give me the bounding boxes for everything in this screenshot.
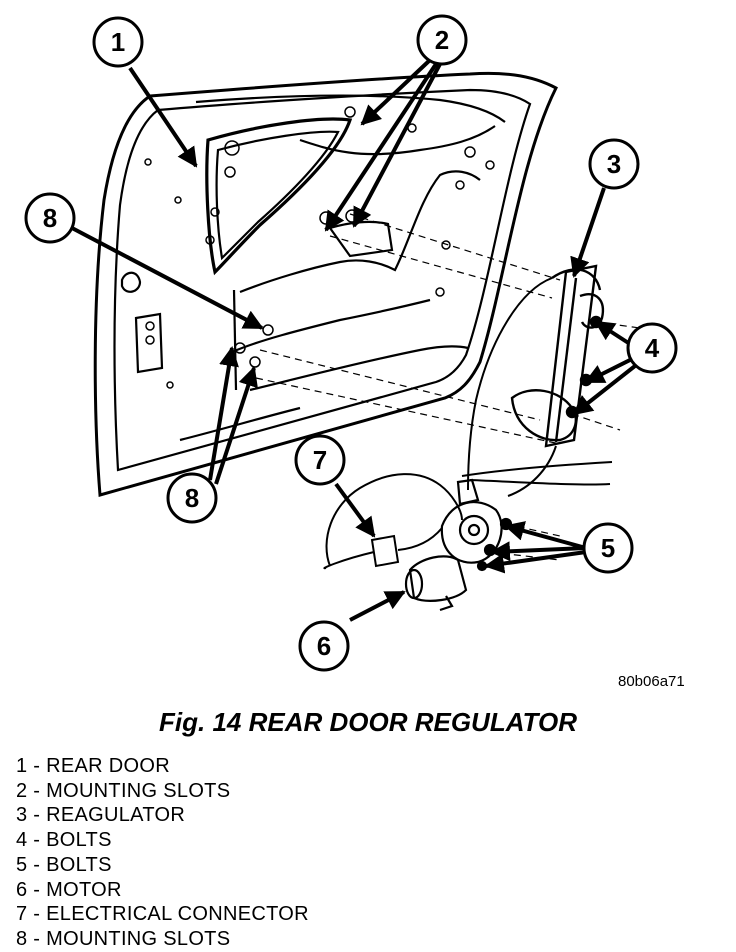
legend-item: 2 - MOUNTING SLOTS <box>16 779 231 802</box>
legend-number: 4 <box>16 829 28 852</box>
legend-number: 8 <box>16 927 28 950</box>
callout-8b: 8 <box>166 472 218 524</box>
legend-item: 6 - MOTOR <box>16 878 122 901</box>
callout-6: 6 <box>298 620 350 672</box>
figure-reference-code: 80b06a71 <box>618 673 685 690</box>
callout-3: 3 <box>588 138 640 190</box>
legend-item: 1 - REAR DOOR <box>16 755 170 777</box>
legend-item: 3 - REAGULATOR <box>16 804 186 827</box>
leader-arrows <box>71 58 642 622</box>
svg-text:6: 6 <box>317 631 331 661</box>
legend-number: 2 <box>16 779 28 802</box>
callout-4: 4 <box>626 322 678 374</box>
legend-text: ELECTRICAL CONNECTOR <box>46 903 309 926</box>
svg-text:5: 5 <box>601 533 615 563</box>
legend-number: 6 <box>16 878 28 901</box>
legend-number: 5 <box>16 853 28 876</box>
legend-text: REAR DOOR <box>46 755 170 777</box>
svg-text:3: 3 <box>607 149 621 179</box>
legend-text: BOLTS <box>46 853 112 876</box>
regulator-cables <box>461 277 613 497</box>
figure-caption: Fig. 14 REAR DOOR REGULATOR <box>159 707 577 737</box>
legend-item: 7 - ELECTRICAL CONNECTOR <box>16 903 309 926</box>
svg-text:7: 7 <box>313 445 327 475</box>
motor-assembly <box>404 478 513 612</box>
legend-number: 1 <box>16 755 28 777</box>
location-lines <box>255 213 641 561</box>
legend-text: BOLTS <box>46 829 112 852</box>
svg-text:1: 1 <box>111 27 125 57</box>
rear-door-panel <box>93 71 558 497</box>
legend-text: REAGULATOR <box>46 804 186 827</box>
regulator-rail <box>510 264 605 448</box>
legend-text: MOUNTING SLOTS <box>46 779 231 802</box>
legend-item: 4 - BOLTS <box>16 829 112 852</box>
svg-text:2: 2 <box>435 25 449 55</box>
legend-number: 3 <box>16 804 28 827</box>
legend-text: MOUNTING SLOTS <box>46 927 231 950</box>
callout-7: 7 <box>294 434 346 486</box>
svg-text:4: 4 <box>645 333 660 363</box>
legend-item: 5 - BOLTS <box>16 853 112 876</box>
callout-5: 5 <box>582 522 634 574</box>
callout-1: 1 <box>92 16 144 68</box>
legend-text: MOTOR <box>46 878 122 901</box>
legend-list: 1 - REAR DOOR 2 - MOUNTING SLOTS 3 - REA… <box>16 754 309 952</box>
legend-number: 7 <box>16 903 28 926</box>
svg-text:8: 8 <box>185 483 199 513</box>
legend-item: 8 - MOUNTING SLOTS <box>16 927 231 950</box>
callout-8a: 8 <box>24 192 76 244</box>
door-regulator-illustration: 1 2 3 4 5 6 7 8 8 <box>24 14 678 672</box>
svg-text:8: 8 <box>43 203 57 233</box>
callout-2: 2 <box>416 14 468 66</box>
electrical-connector <box>323 473 463 570</box>
